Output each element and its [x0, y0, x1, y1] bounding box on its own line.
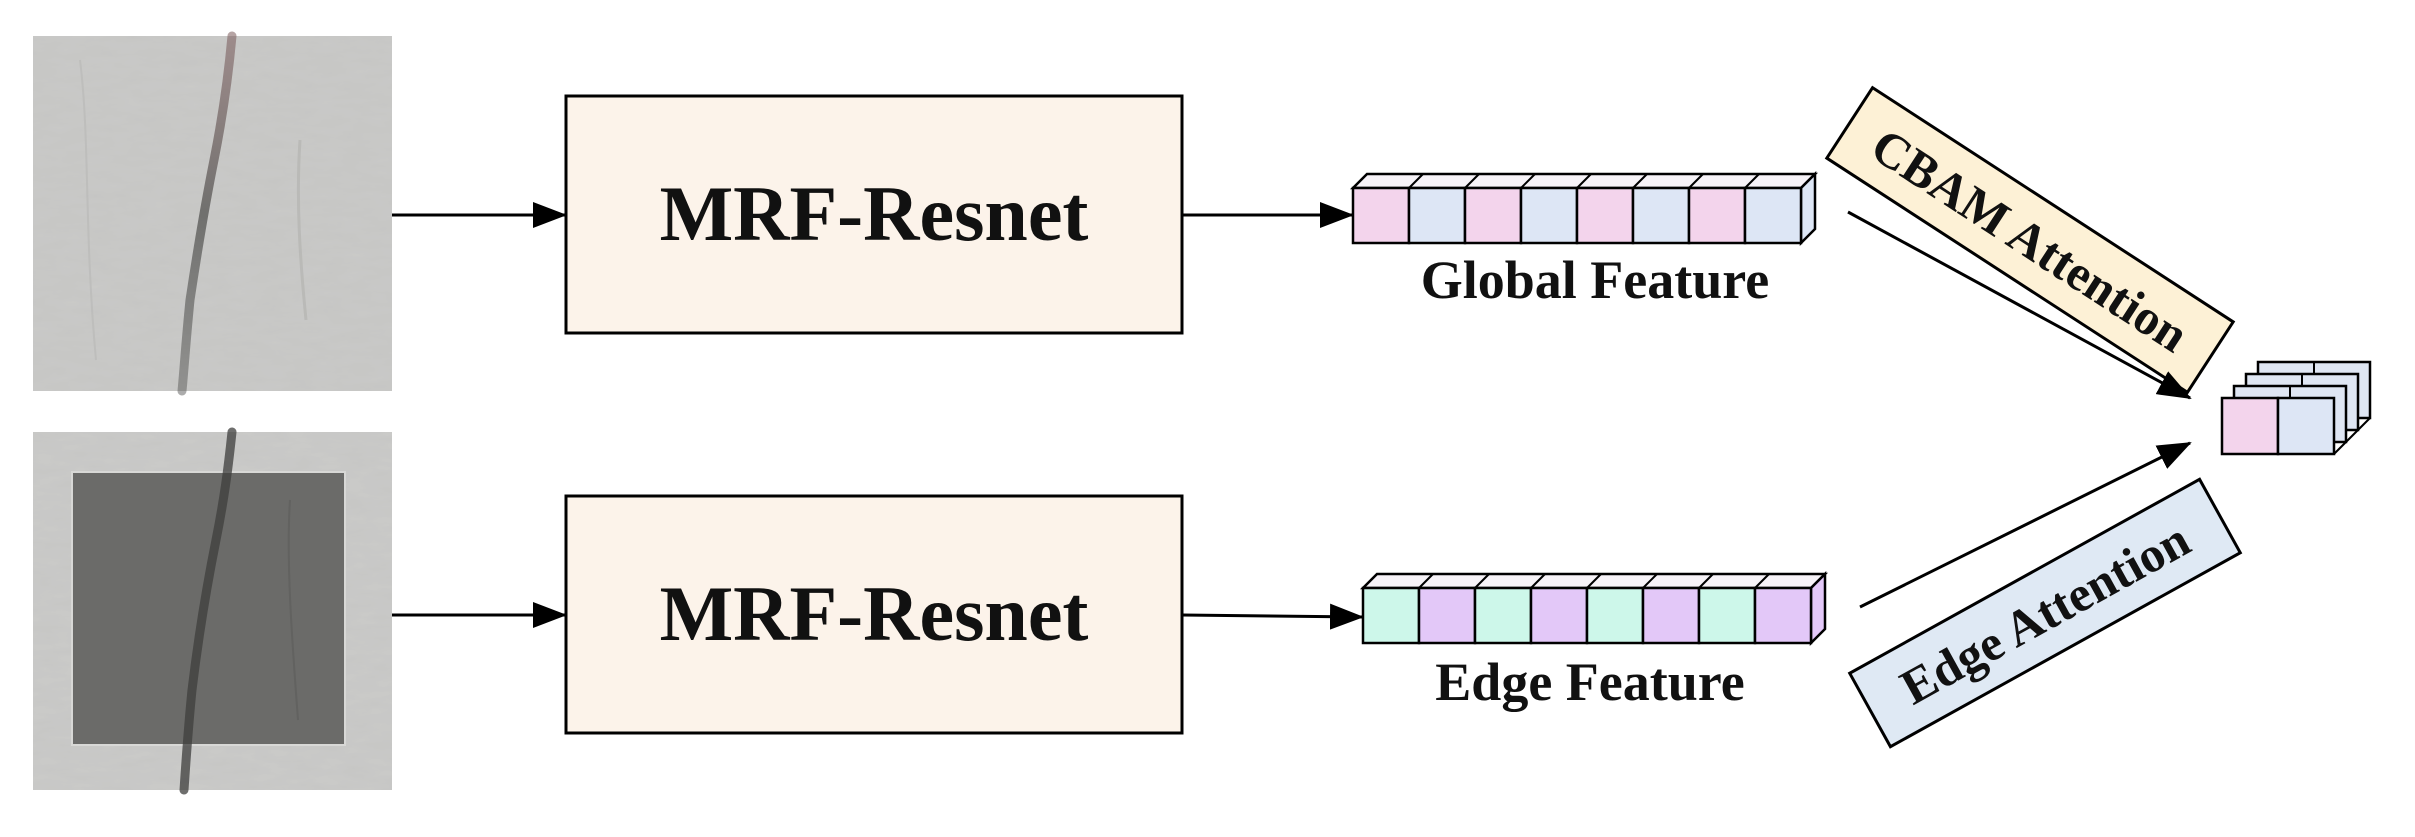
arrow-edge-to-fused	[1859, 441, 2192, 609]
edge-mask-region	[71, 471, 346, 746]
global-feature-label: Global Feature	[1421, 250, 1769, 310]
global-feature-top-divider	[1464, 173, 1480, 189]
fused-cube-edge	[2357, 417, 2371, 431]
edge-feature-cell	[1361, 586, 1421, 645]
edge-feature-cell	[1641, 586, 1701, 645]
edge-feature-top-divider	[1754, 573, 1770, 589]
input-image-original	[33, 31, 392, 396]
edge-feature-cell	[1473, 586, 1533, 645]
edge-feature-top-divider	[1586, 573, 1602, 589]
global-feature-cell	[1743, 186, 1803, 245]
global-feature-vector	[1349, 170, 1819, 247]
arrow-network-to-edge-feature	[1181, 603, 1364, 630]
global-feature-top-divider	[1744, 173, 1760, 189]
global-feature-top-divider	[1688, 173, 1704, 189]
edge-feature-top-divider	[1474, 573, 1490, 589]
global-feature-cell	[1463, 186, 1523, 245]
fused-feature-cube	[2220, 360, 2372, 456]
edge-feature-side-face	[1809, 570, 1827, 647]
global-feature-side-face	[1799, 170, 1817, 247]
fused-cube-cell	[2220, 396, 2280, 456]
global-feature-cell	[1407, 186, 1467, 245]
global-feature-cell	[1351, 186, 1411, 245]
cbam-attention-banner: CBAM Attention	[1824, 85, 2236, 395]
fused-cube-edge	[2345, 429, 2359, 443]
network-block-bottom: MRF-Resnet	[564, 494, 1184, 735]
fused-cube-cell	[2276, 396, 2336, 456]
arrow-cbam-to-fused	[1847, 210, 2192, 400]
global-feature-top-divider	[1576, 173, 1592, 189]
global-feature-top-divider	[1632, 173, 1648, 189]
input-image-masked	[33, 427, 392, 795]
edge-feature-top-divider	[1418, 573, 1434, 589]
network-label-top: MRF-Resnet	[660, 170, 1089, 257]
global-feature-top-divider	[1408, 173, 1424, 189]
edge-feature-top-divider	[1642, 573, 1658, 589]
edge-feature-top-divider	[1530, 573, 1546, 589]
edge-feature-label: Edge Feature	[1435, 652, 1744, 712]
edge-feature-cell	[1585, 586, 1645, 645]
network-label-bottom: MRF-Resnet	[660, 570, 1089, 657]
edge-attention-banner: Edge Attention	[1847, 477, 2243, 749]
fused-cube-edge	[2333, 441, 2347, 455]
global-feature-cell	[1631, 186, 1691, 245]
global-feature-top-divider	[1520, 173, 1536, 189]
network-block-top: MRF-Resnet	[564, 94, 1184, 335]
edge-attention-label: Edge Attention	[1891, 511, 2199, 716]
edge-feature-cell	[1753, 586, 1813, 645]
edge-feature-vector	[1359, 570, 1829, 647]
global-feature-cell	[1575, 186, 1635, 245]
edge-feature-top-divider	[1698, 573, 1714, 589]
global-feature-cell	[1687, 186, 1747, 245]
edge-feature-cell	[1697, 586, 1757, 645]
edge-feature-cell	[1417, 586, 1477, 645]
edge-feature-cell	[1529, 586, 1589, 645]
cbam-attention-label: CBAM Attention	[1862, 117, 2199, 363]
global-feature-cell	[1519, 186, 1579, 245]
